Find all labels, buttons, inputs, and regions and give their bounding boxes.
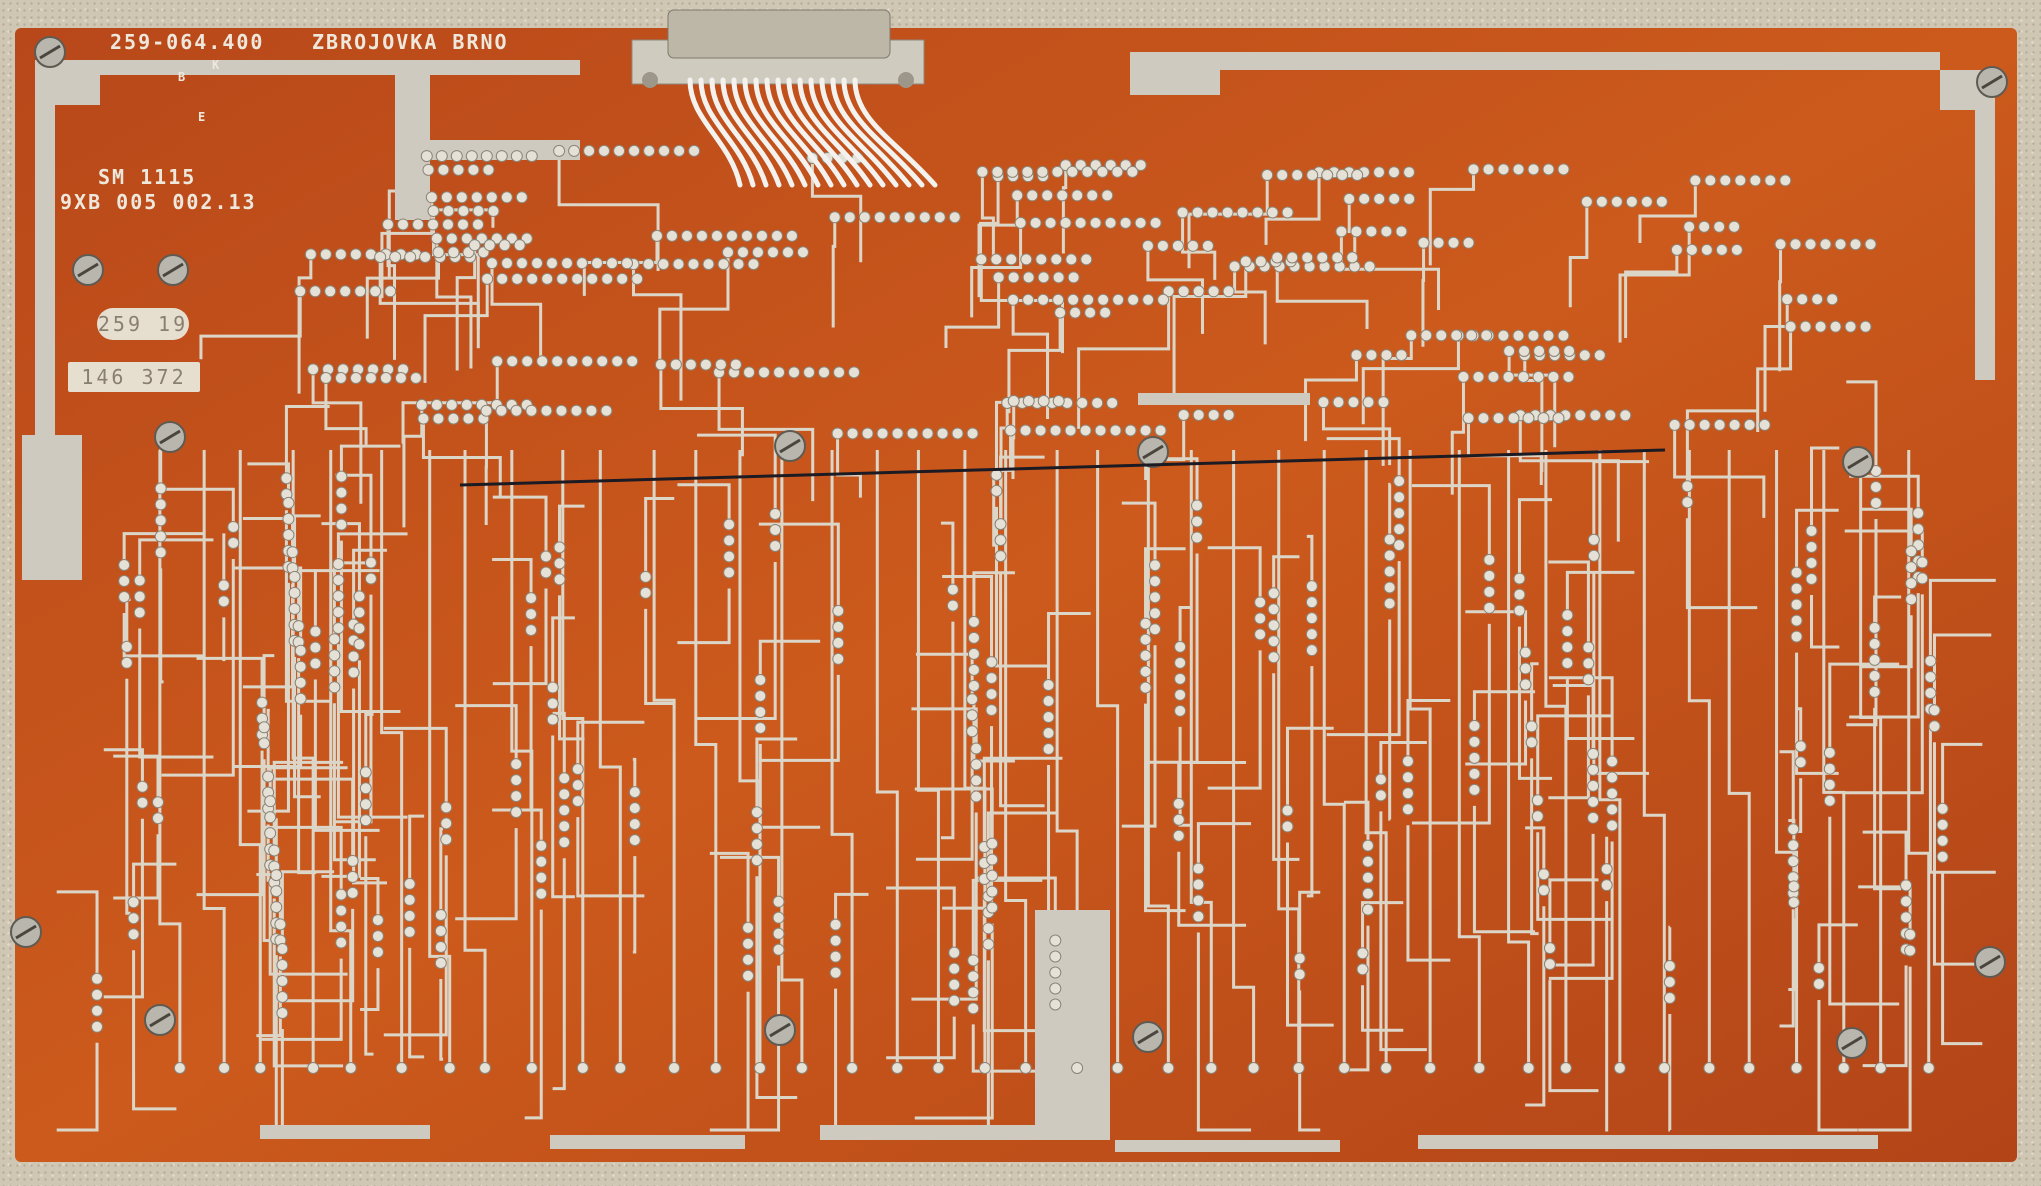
screw-icon: [764, 1014, 796, 1046]
screw-icon: [1974, 946, 2006, 978]
screw-icon: [10, 916, 42, 948]
pin-label-b: B: [178, 70, 188, 84]
d-sub-connector: [631, 9, 938, 188]
pin-label-e: E: [198, 110, 208, 124]
manufacturer-label: ZBROJOVKA BRNO: [312, 30, 509, 54]
screw-icon: [1976, 66, 2008, 98]
pin-label-k: K: [212, 58, 222, 72]
jumper-wire: [459, 448, 1666, 487]
copper-traces: [56, 150, 1996, 1132]
screw-icon: [157, 254, 189, 286]
screw-icon: [34, 36, 66, 68]
solder-pads: [91, 144, 1949, 1074]
sticker-oval: 259 19: [97, 308, 189, 340]
model-label: SM 1115: [98, 165, 197, 189]
screw-icon: [774, 430, 806, 462]
mounting-screws: [10, 36, 2008, 1059]
sticker-rect: 146 372: [68, 362, 200, 392]
screw-icon: [1842, 446, 1874, 478]
screw-icon: [1137, 436, 1169, 468]
screw-icon: [72, 254, 104, 286]
screw-icon: [154, 421, 186, 453]
part-number-label: 259-064.400: [110, 30, 265, 54]
screw-icon: [1836, 1027, 1868, 1059]
screw-icon: [144, 1004, 176, 1036]
screw-icon: [1132, 1021, 1164, 1053]
ground-bus: [22, 52, 1995, 1152]
designation-label: 9XB 005 002.13: [60, 190, 257, 214]
